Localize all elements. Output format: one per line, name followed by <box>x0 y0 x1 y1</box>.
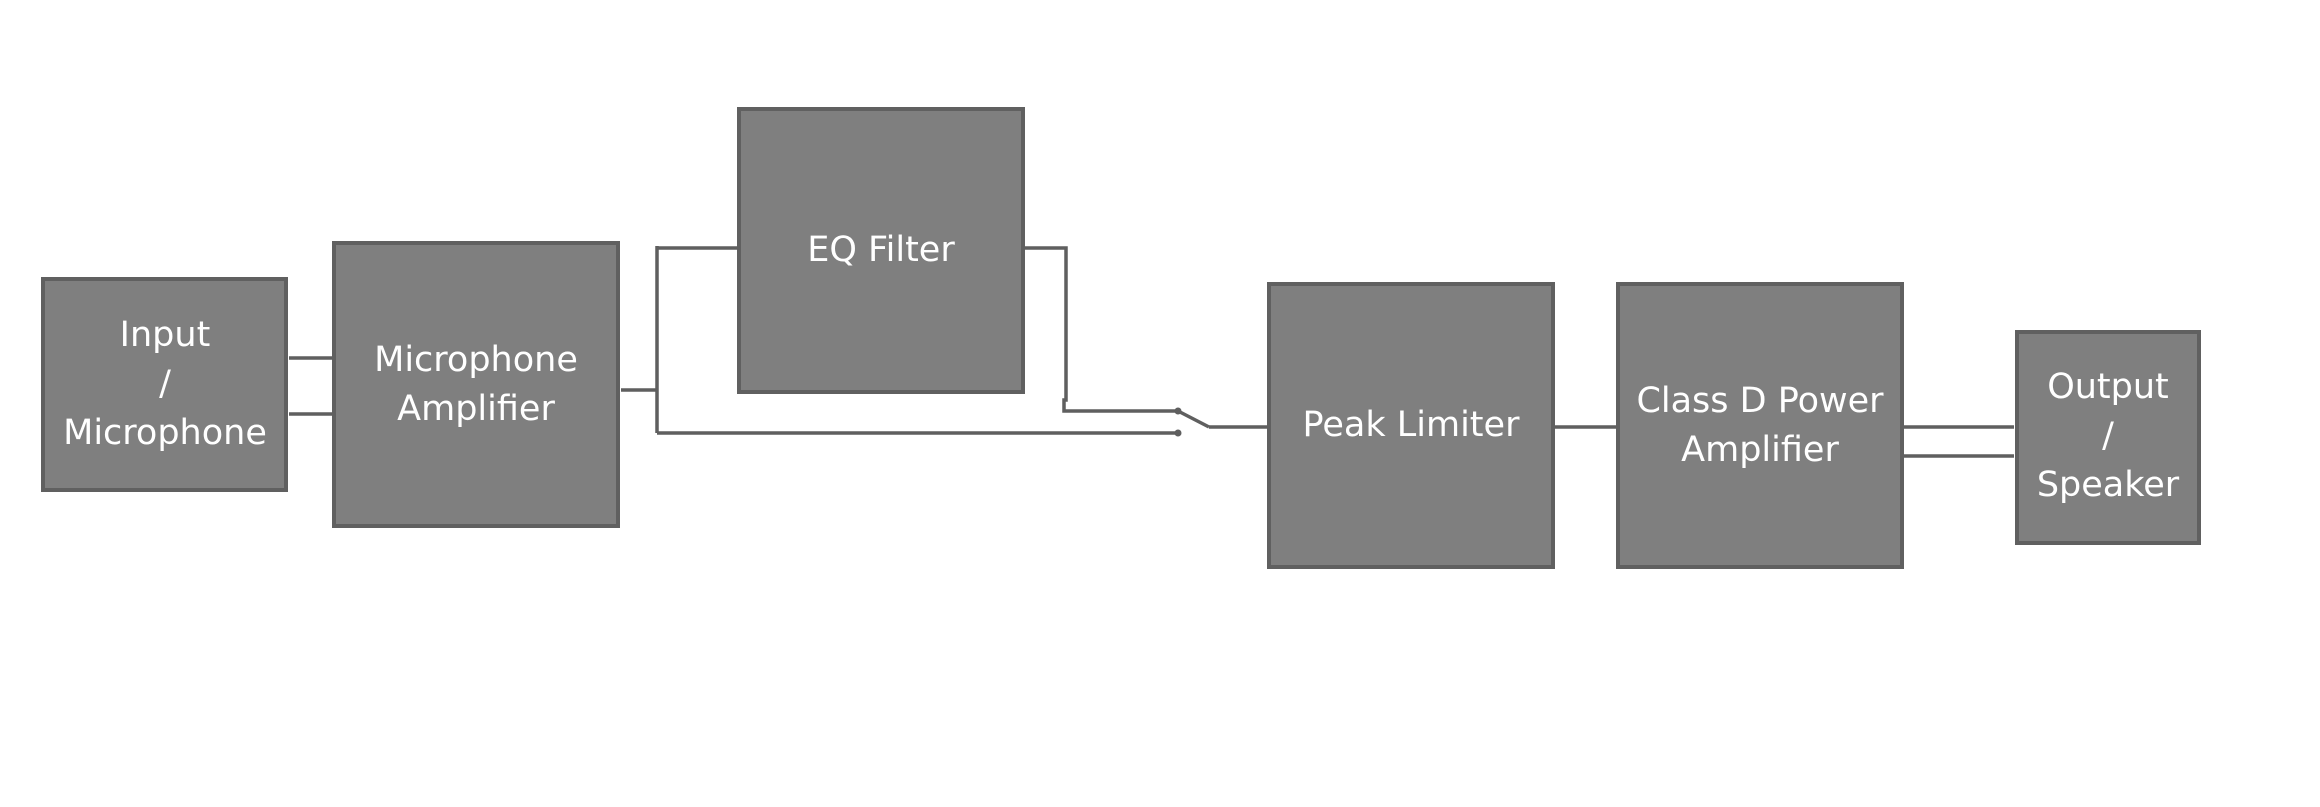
block-eq-filter: EQ Filter <box>737 107 1025 394</box>
block-power-amp-line-1: Class D Power <box>1636 381 1884 421</box>
block-input-line-2: / <box>159 364 171 404</box>
switch-contact-eq <box>1174 407 1182 415</box>
block-output-line-1: Output <box>2047 367 2169 407</box>
connections <box>289 246 2014 458</box>
block-class-d-power-amplifier: Class D Power Amplifier <box>1616 282 1904 569</box>
block-mic-amp-line-2: Amplifier <box>397 389 555 429</box>
block-peak-limiter-line-1: Peak Limiter <box>1303 405 1521 445</box>
switch-contact-bypass <box>1174 429 1182 437</box>
switch-arm <box>1177 409 1210 429</box>
block-input-line-1: Input <box>120 315 211 355</box>
block-input-line-3: Microphone <box>63 413 267 453</box>
block-peak-limiter: Peak Limiter <box>1267 282 1555 569</box>
block-input-microphone: Input / Microphone <box>41 277 288 492</box>
block-output-line-2: / <box>2102 416 2114 456</box>
block-eq-filter-line-1: EQ Filter <box>807 230 955 270</box>
block-mic-amp-line-1: Microphone <box>374 340 578 380</box>
block-output-line-3: Speaker <box>2037 465 2180 505</box>
wire-eq-filter-out <box>1025 246 1178 413</box>
block-output-speaker: Output / Speaker <box>2015 330 2201 545</box>
block-microphone-amplifier: Microphone Amplifier <box>332 241 620 528</box>
block-power-amp-line-2: Amplifier <box>1681 430 1839 470</box>
